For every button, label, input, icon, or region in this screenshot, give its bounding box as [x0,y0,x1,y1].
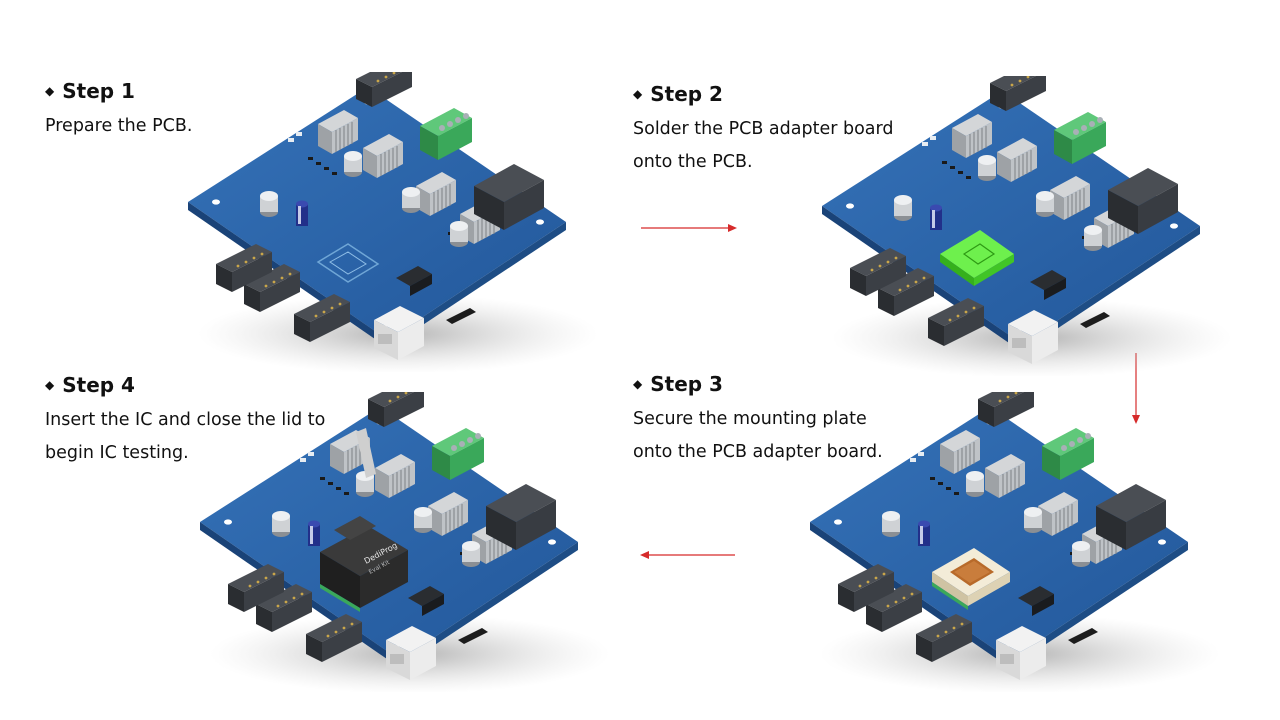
pcb-board-step-4: DediProg Eval Kit [200,392,620,692]
pcb-board-step-3 [810,392,1230,692]
arrow-left-icon [640,551,735,559]
step-2-title: Step 2 [650,82,723,106]
step-2-line-1: Solder the PCB adapter board [633,119,894,139]
mounting-plate [932,548,1010,610]
ic-socket-lid: DediProg Eval Kit [320,516,408,612]
diamond-bullet-icon: ◆ [45,84,55,98]
step-4-title: Step 4 [62,373,135,397]
step-2: ◆ Step 2 Solder the PCB adapter board on… [633,81,894,179]
step-3-description: Secure the mounting plate onto the PCB a… [633,403,883,469]
arrow-right-icon [641,224,737,232]
adapter-board [940,230,1014,286]
step-3-line-2: onto the PCB adapter board. [633,442,883,462]
step-2-description: Solder the PCB adapter board onto the PC… [633,113,894,179]
diamond-bullet-icon: ◆ [45,378,55,392]
diamond-bullet-icon: ◆ [633,377,643,391]
pcb-board-step-1 [188,72,608,372]
step-1-description: Prepare the PCB. [45,110,192,143]
step-3-title: Step 3 [650,372,723,396]
step-4-line-1: Insert the IC and close the lid to [45,410,326,430]
step-3-line-1: Secure the mounting plate [633,409,867,429]
step-1-line-1: Prepare the PCB. [45,116,193,136]
step-4-line-2: begin IC testing. [45,443,189,463]
step-2-line-2: onto the PCB. [633,152,753,172]
lever [356,428,376,478]
pcb-board-step-2 [822,76,1242,376]
step-4: ◆ Step 4 Insert the IC and close the lid… [45,372,325,470]
diamond-bullet-icon: ◆ [633,87,643,101]
step-1: ◆ Step 1 Prepare the PCB. [45,78,192,143]
step-1-title: Step 1 [62,79,135,103]
adapter-footprint [316,243,380,283]
step-4-description: Insert the IC and close the lid to begin… [45,404,325,470]
step-3: ◆ Step 3 Secure the mounting plate onto … [633,371,883,469]
